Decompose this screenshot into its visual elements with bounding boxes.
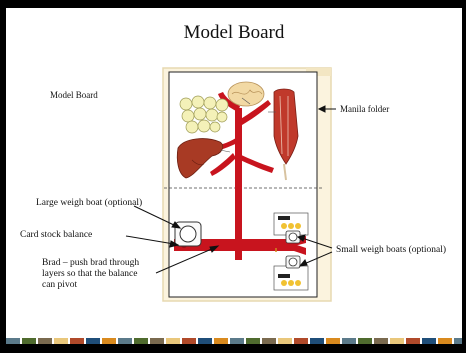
slide: Model Board Model Board — [6, 8, 462, 344]
footer-segment — [246, 338, 260, 344]
label-card-stock-balance: Card stock balance — [20, 230, 93, 240]
footer-segment — [22, 338, 36, 344]
footer-segment — [150, 338, 164, 344]
arrow-large-weigh-boat — [133, 205, 177, 227]
small-weigh-boat-lower — [273, 255, 309, 291]
footer-segment — [6, 338, 20, 344]
label-large-weigh-boat: Large weigh boat (optional) — [36, 198, 143, 208]
label-small-weigh-boats: Small weigh boats (optional) — [336, 245, 447, 255]
arrow-small-boat-upper — [301, 237, 333, 249]
label-brad-note: Brad – push brad through layers so that … — [42, 258, 139, 291]
brad-note-line-2: layers so that the balance — [42, 269, 138, 279]
liver-image — [176, 138, 224, 179]
footer-segment — [38, 338, 52, 344]
footer-segment — [54, 338, 68, 344]
footer-segment — [374, 338, 388, 344]
footer-segment — [310, 338, 324, 344]
blood-vessels — [174, 92, 306, 260]
footer-segment — [262, 338, 276, 344]
muscle-image — [273, 88, 299, 181]
small-weigh-boat-upper — [273, 212, 309, 244]
footer-segment — [358, 338, 372, 344]
footer-segment — [342, 338, 356, 344]
footer-segment — [134, 338, 148, 344]
model-board-diagram — [125, 67, 336, 302]
footer-segment — [278, 338, 292, 344]
arrow-card-stock-balance — [125, 235, 175, 245]
fat-cells-image — [179, 95, 229, 134]
slide-title: Model Board — [183, 22, 285, 43]
arrow-brad — [155, 247, 215, 274]
brad-note-line-1: Brad – push brad through — [42, 258, 140, 268]
footer-segment — [422, 338, 436, 344]
footer-segment — [214, 338, 228, 344]
arrow-small-boat-lower — [303, 251, 333, 265]
brain-image — [227, 81, 265, 107]
folder-tab — [306, 68, 331, 76]
footer-segment — [102, 338, 116, 344]
footer-segment — [294, 338, 308, 344]
footer-segment — [118, 338, 132, 344]
left-label-model-board: Model Board — [50, 90, 98, 100]
footer-segment — [406, 338, 420, 344]
label-manila-folder: Manila folder — [340, 104, 390, 114]
footer-segment — [390, 338, 404, 344]
footer-segment — [182, 338, 196, 344]
footer-segment — [454, 338, 462, 344]
footer-color-bar — [6, 338, 462, 344]
footer-segment — [198, 338, 212, 344]
footer-segment — [438, 338, 452, 344]
footer-segment — [166, 338, 180, 344]
footer-segment — [86, 338, 100, 344]
footer-segment — [230, 338, 244, 344]
footer-segment — [70, 338, 84, 344]
large-weigh-boat — [174, 221, 202, 247]
brad-note-line-3: can pivot — [42, 280, 78, 290]
footer-segment — [326, 338, 340, 344]
